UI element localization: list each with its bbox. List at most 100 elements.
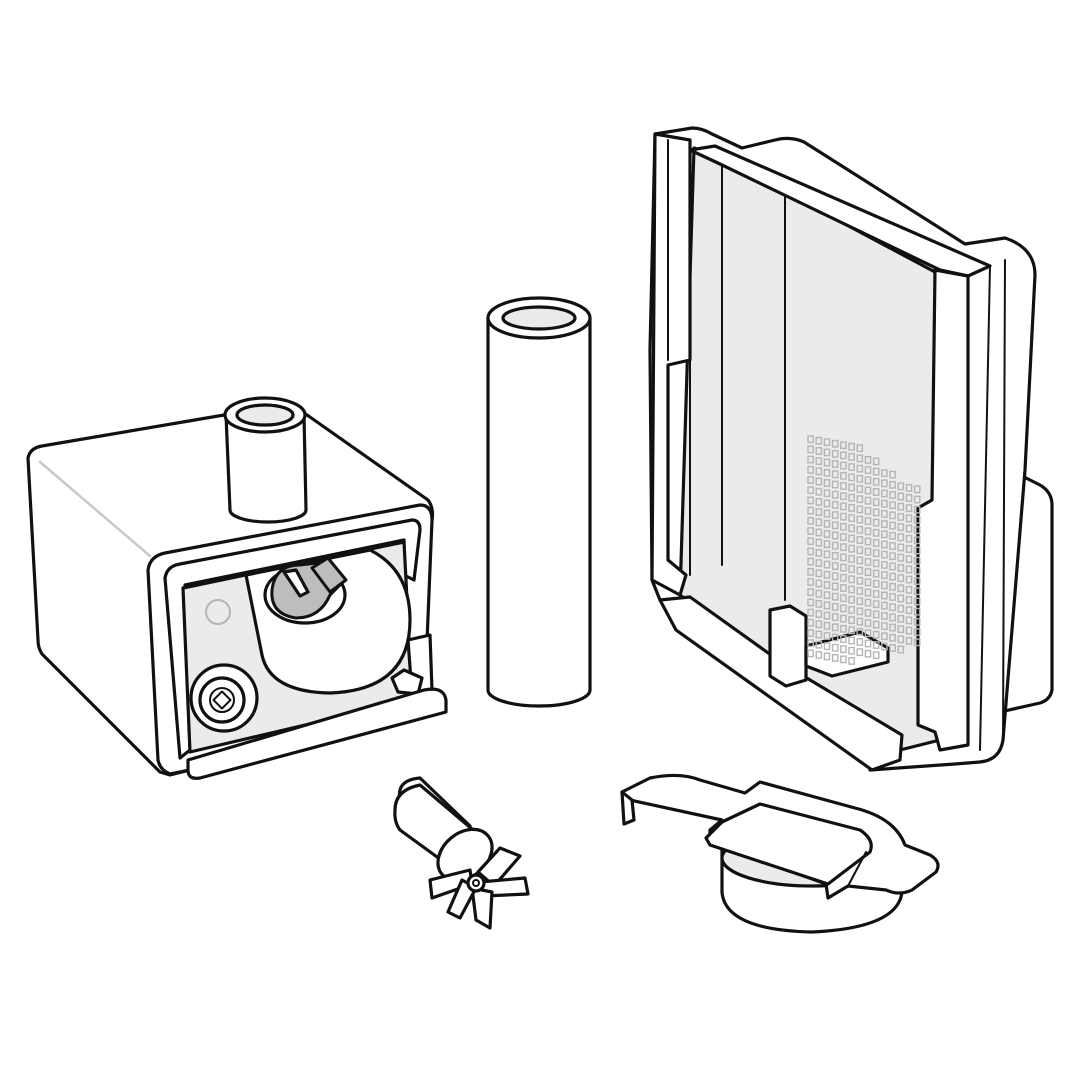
mesh-hole xyxy=(881,489,888,498)
mesh-hole xyxy=(831,623,839,632)
mesh-hole xyxy=(864,537,872,546)
mesh-hole xyxy=(856,617,864,626)
mesh-hole xyxy=(856,648,864,657)
mesh-hole xyxy=(905,585,913,594)
mesh-hole xyxy=(848,453,855,461)
mesh-hole xyxy=(831,439,839,448)
mesh-hole xyxy=(881,540,888,549)
mesh-hole xyxy=(815,477,823,486)
mesh-hole xyxy=(905,483,913,492)
mesh-hole xyxy=(889,470,896,479)
mesh-hole xyxy=(864,598,872,607)
mesh-hole xyxy=(897,625,905,634)
mesh-hole xyxy=(889,501,896,510)
pump-outlet-nozzle-body xyxy=(224,413,308,524)
mesh-hole xyxy=(872,630,880,639)
mesh-hole xyxy=(840,635,847,643)
mesh-hole xyxy=(815,600,823,608)
mesh-hole xyxy=(881,520,888,529)
mesh-hole xyxy=(848,565,855,574)
mesh-hole xyxy=(905,636,913,645)
mesh-hole xyxy=(848,585,855,594)
mesh-hole xyxy=(905,565,913,574)
mesh-hole xyxy=(823,468,831,477)
mesh-hole xyxy=(889,644,896,652)
mesh-hole xyxy=(881,479,888,488)
mesh-hole xyxy=(856,607,864,616)
mesh-hole xyxy=(872,467,880,476)
mesh-hole xyxy=(807,598,814,607)
mesh-hole xyxy=(889,491,896,499)
mesh-hole xyxy=(897,523,905,532)
mesh-hole xyxy=(815,538,823,547)
mesh-hole xyxy=(897,615,905,623)
mesh-hole xyxy=(881,550,888,559)
filter-box-back-wall-line xyxy=(721,159,786,601)
mesh-hole xyxy=(823,581,831,589)
mesh-hole xyxy=(872,569,880,578)
filter-box-right-groove xyxy=(979,259,1006,751)
mesh-hole xyxy=(897,574,905,583)
mesh-hole xyxy=(905,494,913,502)
mesh-hole xyxy=(815,457,823,465)
mesh-hole xyxy=(897,584,905,593)
mesh-hole xyxy=(864,588,872,597)
mesh-hole xyxy=(897,543,905,552)
mesh-hole xyxy=(807,435,814,444)
mesh-hole xyxy=(840,502,847,511)
mesh-hole xyxy=(823,591,831,600)
mesh-hole xyxy=(823,438,831,447)
mesh-hole xyxy=(913,516,921,524)
mesh-hole xyxy=(807,608,814,617)
mesh-hole xyxy=(840,584,847,592)
pump-housing-front-shelf xyxy=(186,687,448,780)
mesh-hole xyxy=(864,619,872,628)
mesh-hole xyxy=(864,639,872,648)
pump-inlet-mark xyxy=(212,690,232,710)
mesh-hole xyxy=(889,511,896,520)
mesh-hole xyxy=(840,604,847,613)
mesh-hole xyxy=(913,628,921,637)
mesh-hole xyxy=(848,544,855,553)
mesh-hole xyxy=(823,611,831,620)
mesh-hole xyxy=(913,618,921,626)
mesh-hole xyxy=(848,463,855,471)
mesh-hole xyxy=(881,571,888,580)
mesh-hole xyxy=(897,564,905,572)
mesh-hole xyxy=(897,513,905,521)
mesh-hole xyxy=(840,441,847,450)
mesh-hole xyxy=(823,570,831,579)
mesh-hole xyxy=(815,559,823,568)
pump-housing-highlight xyxy=(38,460,152,558)
mesh-hole xyxy=(889,593,896,601)
mesh-hole xyxy=(905,575,913,584)
mesh-hole xyxy=(864,609,872,617)
mesh-hole xyxy=(840,645,847,654)
mesh-hole xyxy=(913,567,921,575)
mesh-hole xyxy=(881,561,888,569)
mesh-hole xyxy=(831,541,839,550)
mesh-hole xyxy=(905,534,913,543)
mesh-hole xyxy=(872,590,880,598)
mesh-hole xyxy=(864,568,872,577)
mesh-hole xyxy=(848,657,855,665)
mesh-hole xyxy=(840,522,847,531)
mesh-hole xyxy=(823,632,831,640)
mesh-hole xyxy=(848,504,855,512)
mesh-hole xyxy=(856,536,864,544)
mesh-hole xyxy=(823,530,831,538)
mesh-hole xyxy=(831,613,839,622)
outlet-tube-opening xyxy=(501,305,577,331)
mesh-hole xyxy=(889,480,896,489)
mesh-hole xyxy=(905,616,913,625)
mesh-hole xyxy=(872,610,880,619)
mesh-hole xyxy=(905,626,913,635)
mesh-hole xyxy=(823,601,831,610)
mesh-hole xyxy=(872,579,880,588)
mesh-hole xyxy=(848,534,855,543)
mesh-hole xyxy=(848,442,855,451)
mesh-hole xyxy=(807,445,814,454)
mesh-hole xyxy=(872,528,880,537)
mesh-hole xyxy=(905,504,913,513)
mesh-hole xyxy=(840,451,847,460)
